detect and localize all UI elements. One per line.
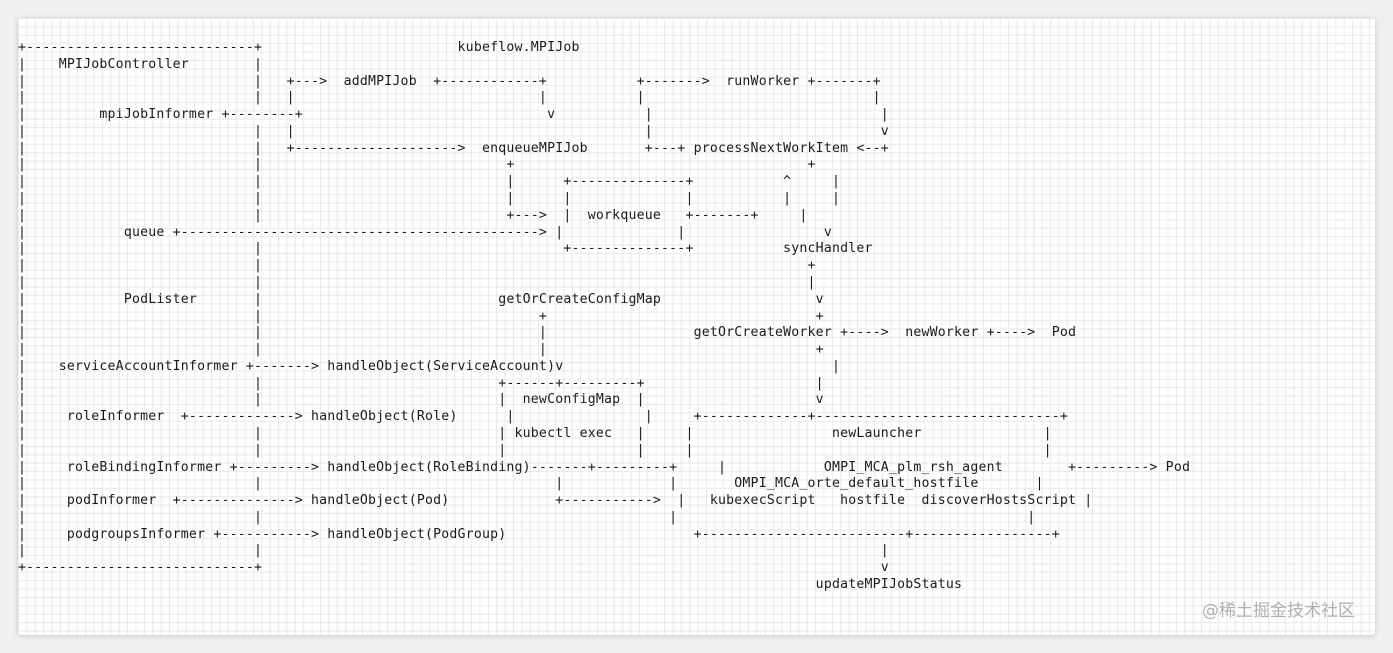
watermark: @稀土掘金技术社区 [1202, 601, 1355, 621]
ascii-architecture-diagram: +----------------------------+ kubeflow.… [18, 40, 1191, 592]
diagram-canvas: +----------------------------+ kubeflow.… [18, 18, 1375, 635]
